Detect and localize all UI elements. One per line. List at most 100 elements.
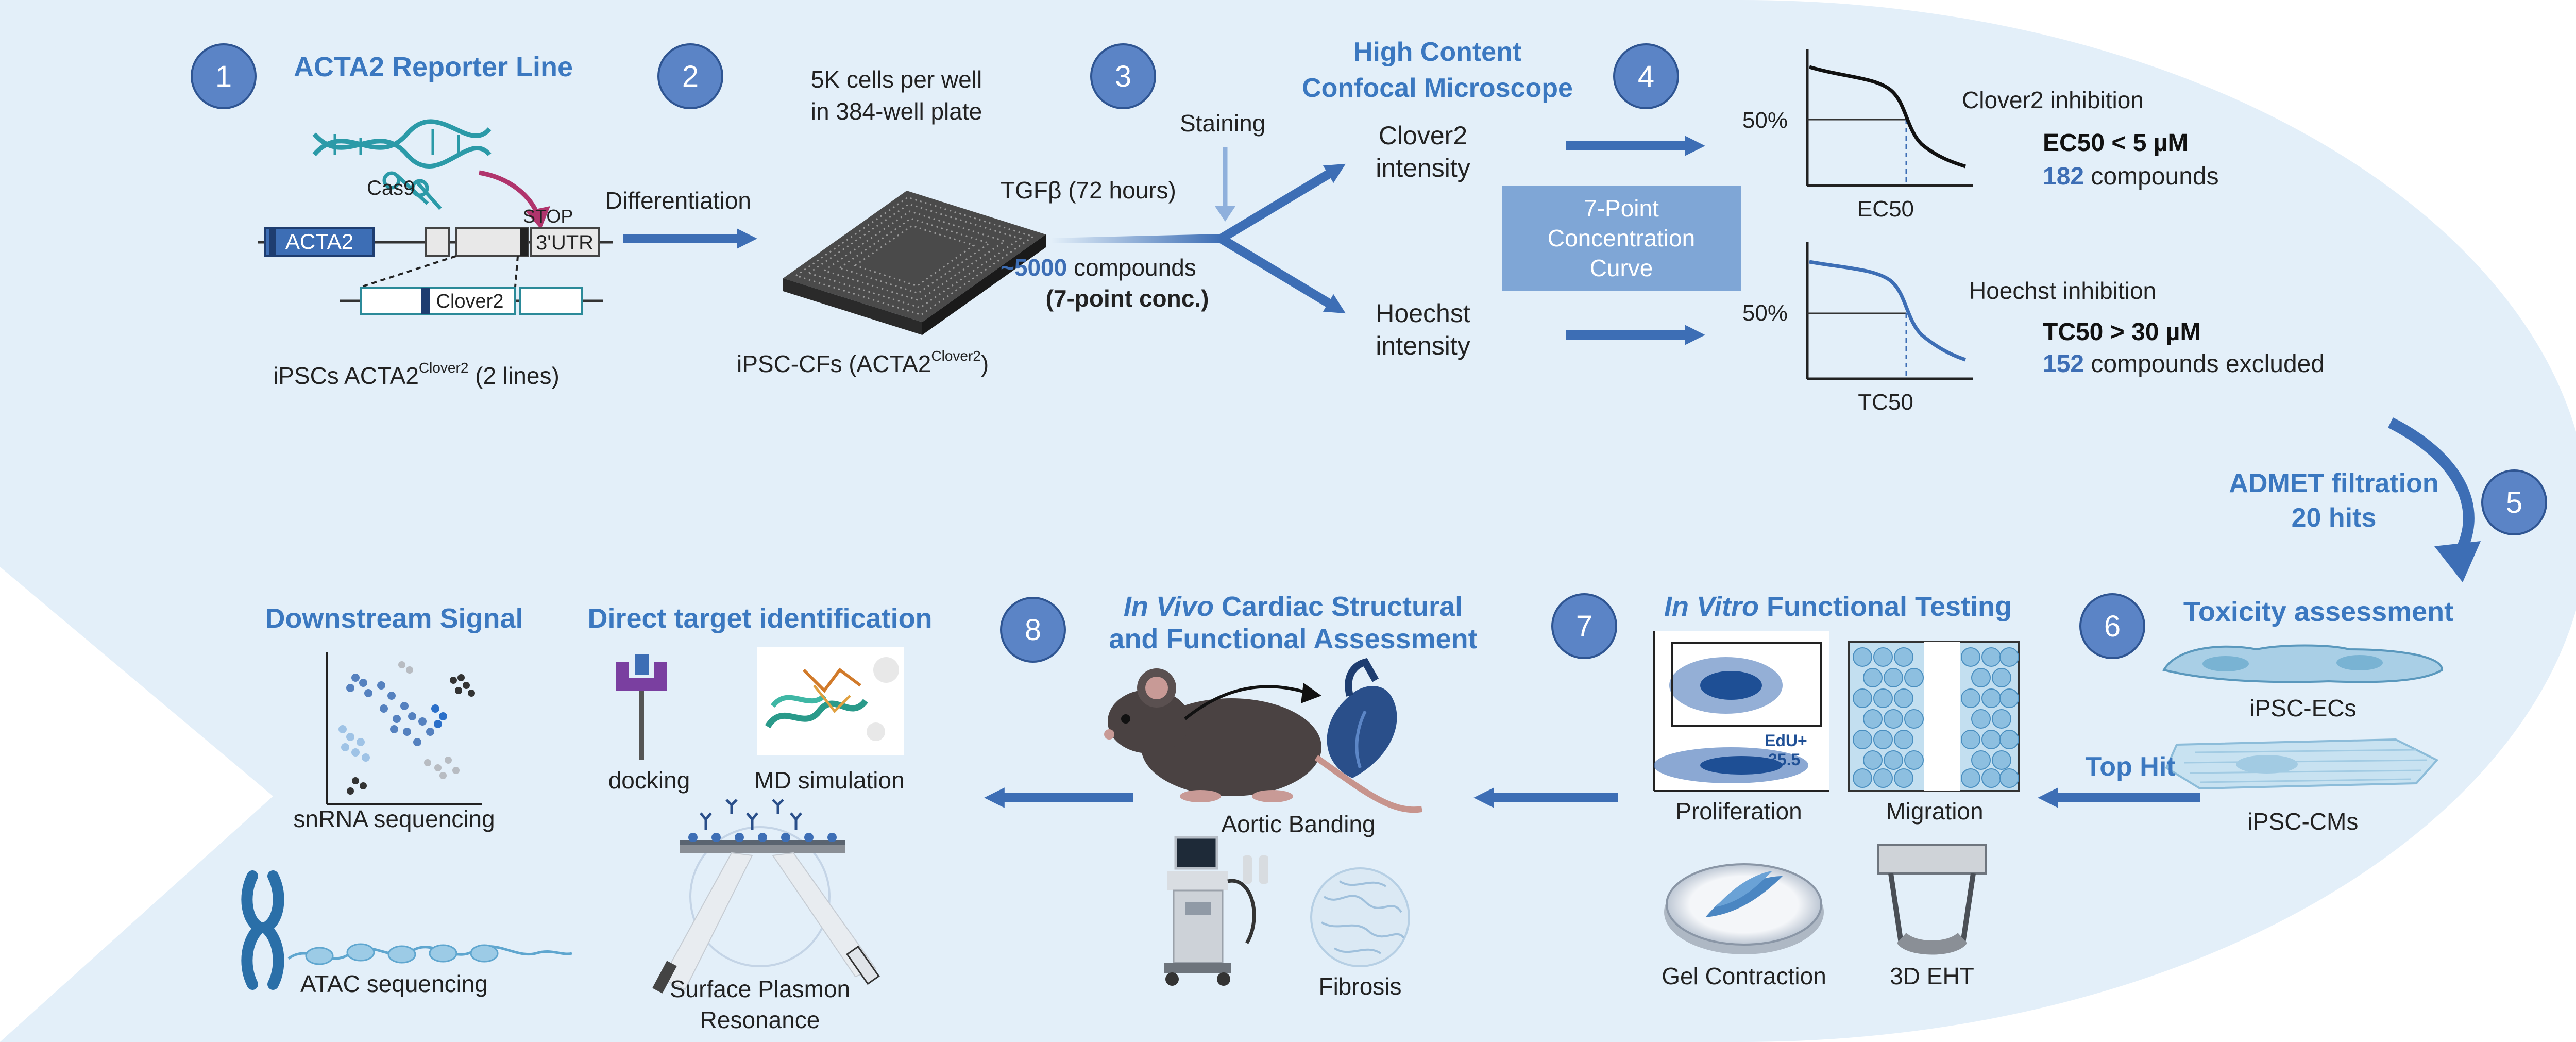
tc50-count: 152 compounds excluded [2043,350,2325,378]
eht-label: 3D EHT [1890,963,1974,989]
exon-box [455,227,529,257]
ecs-label: iPSC-ECs [2249,695,2356,721]
staining-arrowhead [1215,206,1235,222]
step-6: 6 Toxicity assessment iPSC-ECs iPSC-CMs … [2038,593,2453,835]
migration-label: Migration [1886,798,1983,825]
spr-label-line1: Surface Plasmon [670,976,850,1002]
microscope-title-line2: Confocal Microscope [1302,73,1573,103]
cas9-label: Cas9 [367,177,415,199]
step-title: In Vivo Cardiac Structural [1124,591,1463,622]
clover2-cassette [360,287,516,315]
microscope-title-line1: High Content [1353,37,1521,67]
flow-cytometry-plot: EdU+ 35.5 [1653,631,1829,792]
step-1: 1 ACTA2 Reporter Line Cas9 ACTA2 STOP [191,43,613,389]
plate-desc-line1: 5K cells per well [811,66,982,93]
concentration-label: (7-point conc.) [1046,285,1209,312]
step-number: 1 [215,60,232,93]
plate-caption: iPSC-CFs (ACTA2Clover2) [737,348,989,377]
pct-label: 50% [1742,300,1788,326]
dna-helix-icon [312,119,492,169]
acta2-exon-cap [269,228,276,256]
staining-label: Staining [1180,110,1265,137]
chromosome-icon [241,870,284,990]
docking-icon [616,654,667,760]
heart-icon [1327,658,1397,778]
insertion-guides [360,255,519,288]
atac-label: ATAC sequencing [300,970,488,997]
banding-arrowhead [1301,683,1321,703]
target-title: Direct target identification [587,603,932,634]
ec50-threshold: EC50 < 5 µM [2043,129,2188,157]
tgfb-label: TGFβ (72 hours) [1001,177,1176,204]
clover2-marker [421,288,430,314]
treatment-arrow [1051,234,1221,243]
snrna-umap-plot [326,652,482,805]
hoechst-intensity-line1: Hoechst [1376,299,1470,328]
gel-contraction-dish-icon [1664,863,1824,954]
step-title: Toxicity assessment [2183,596,2453,627]
differentiation-label: Differentiation [605,187,751,214]
snrna-label: snRNA sequencing [293,805,495,832]
proliferation-label: Proliferation [1675,798,1802,825]
curve-box-line3: Curve [1590,255,1653,281]
curve-box-line2: Concentration [1548,225,1695,251]
step-number: 4 [1638,60,1654,93]
migration-assay-icon [1848,641,2020,792]
tc50-curve-plot: 50% TC50 [1742,242,1973,415]
cms-label: iPSC-CMs [2248,808,2359,835]
admet-line1: ADMET filtration [2229,468,2438,498]
clover-intensity-line1: Clover2 [1379,121,1467,150]
step-title-line2: and Functional Assessment [1109,624,1477,654]
concentration-curve-box [1502,186,1741,291]
step-4: 4 50% EC50 Clover2 inhibition EC50 < 5 µ… [1613,43,2325,415]
downstream-section: Downstream Signal [241,603,572,997]
step-title: ACTA2 Reporter Line [294,52,573,82]
top-hit-label: Top Hit [2085,752,2175,782]
step-7: 7 In Vitro Functional Testing EdU+ 35.5 … [1551,591,2020,989]
donor-arm [519,287,583,315]
direct-target-section: Direct target identification docking MD … [587,603,932,1033]
step-2: 2 5K cells per well in 384-well plate iP… [657,43,1046,377]
step-number-badge [191,43,257,109]
pct-label: 50% [1742,108,1788,133]
hoechst-inhibition-label: Hoechst inhibition [1969,277,2156,304]
exon-box [425,227,450,257]
step-number: 7 [1576,610,1592,643]
clover2-inhibition-label: Clover2 inhibition [1962,87,2144,113]
step-number-badge [1090,43,1156,109]
reporter-caption: iPSCs ACTA2Clover2 (2 lines) [273,360,560,389]
mouse-icon [1104,668,1422,813]
scissors-icon [382,171,442,210]
step-number-badge [657,43,723,109]
surface-plasmon-resonance-icon [652,799,880,994]
nucleosomes [305,943,499,965]
ec50-curve-plot: 50% EC50 [1742,49,1973,222]
step-number: 8 [1025,613,1041,647]
endothelial-cells-icon [2162,644,2444,683]
admet-line2: 20 hits [2292,503,2377,533]
step-number-badge [2481,469,2547,535]
gel-contraction-label: Gel Contraction [1662,963,1826,989]
aortic-banding-label: Aortic Banding [1221,811,1375,837]
step-number-badge [1000,597,1066,663]
cardiomyocytes-icon [2165,738,2439,790]
step-8: 8 In Vivo Cardiac Structural and Functio… [1000,591,1478,1000]
arrow-down-branch [1218,234,1346,314]
step-title: In Vitro Functional Testing [1664,591,2012,622]
downstream-title: Downstream Signal [265,603,523,634]
edu-label: EdU+ [1765,731,1807,750]
step-3: 3 Staining TGFβ (72 hours) ~5000 compoun… [1001,37,1573,360]
md-simulation-icon [757,647,904,755]
eht-device-icon [1877,844,1987,955]
md-simulation-label: MD simulation [754,767,904,794]
tc50-label: TC50 [1858,390,1913,415]
admet-arrowhead [2434,541,2481,582]
docking-label: docking [608,767,690,794]
arrow-up-branch [1218,163,1346,243]
step-number: 5 [2506,486,2522,519]
ultrasound-machine-icon [1164,836,1268,986]
stop-codon [520,228,528,256]
step-number: 6 [2104,610,2121,643]
step-5: ADMET filtration 20 hits 5 [2229,417,2547,582]
